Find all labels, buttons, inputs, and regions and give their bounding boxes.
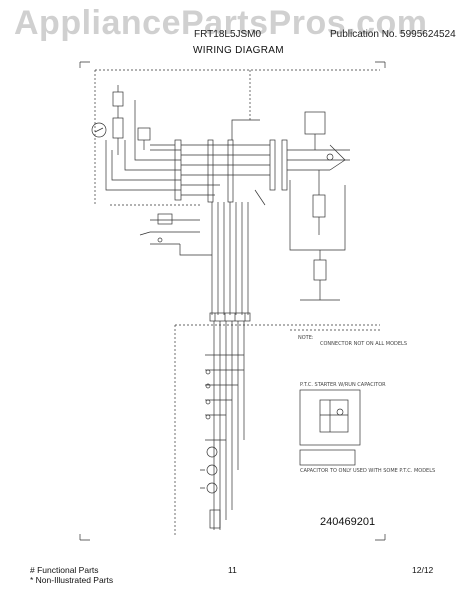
capacitor-note: CAPACITOR TO ONLY USED WITH SOME P.T.C. … xyxy=(300,468,435,474)
footer-non-illustrated: * Non-Illustrated Parts xyxy=(30,575,114,585)
publication-number: Publication No. 5995624524 xyxy=(330,29,456,40)
footer-date: 12/12 xyxy=(412,565,434,575)
note-label: NOTE: xyxy=(298,335,314,341)
ptc-caption: P.T.C. STARTER W/RUN CAPACITOR xyxy=(300,382,386,388)
page-number: 11 xyxy=(228,565,237,575)
note-text: CONNECTOR NOT ON ALL MODELS xyxy=(320,341,407,347)
footer-functional: # Functional Parts xyxy=(30,565,99,575)
watermark: AppliancePartsPros.com xyxy=(14,4,428,42)
model-code: FRT18L5JSM0 xyxy=(194,29,262,40)
diagram-part-number: 240469201 xyxy=(320,516,376,528)
page-title: WIRING DIAGRAM xyxy=(193,45,284,56)
